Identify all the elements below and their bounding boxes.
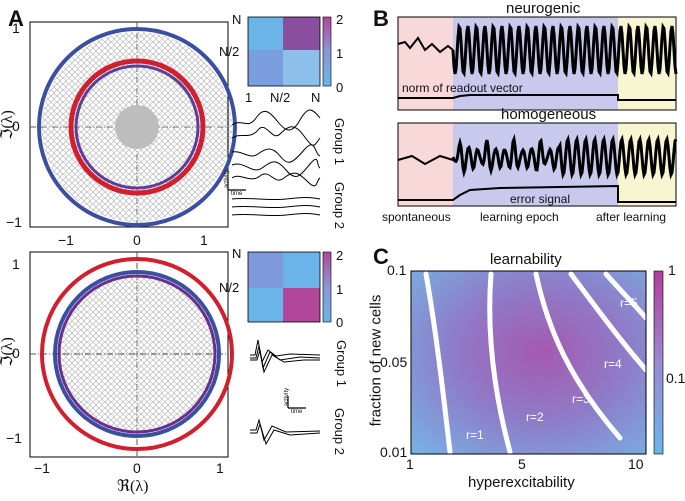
y-tick: −1 [6,214,22,230]
matrix-tick-y: N/2 [219,280,240,295]
colorbar-tick: 0 [336,80,344,95]
colorbar-tick: 2 [336,12,344,27]
contour-label: r=3 [572,392,590,406]
y-tick: −1 [6,430,22,446]
panel-b-plots [397,16,678,207]
contour-label: r=5 [620,296,638,310]
group2-label: Group 2 [331,408,347,455]
outer-circle-blue [37,27,237,227]
y-tick: 0 [12,345,20,361]
matrix-tick-x: 1 [245,90,253,105]
phase-label: spontaneous [382,210,451,224]
group2-label: Group 2 [331,182,347,229]
colorbar-tick: 1 [336,282,344,297]
y-tick: 1 [12,256,20,272]
eigenvalue-core [115,105,159,149]
group1-label: Group 1 [331,118,347,165]
matrix-tick-y: N [232,246,242,261]
norm-label: norm of readout vector [402,81,523,95]
colorbar-tick: 1 [336,46,344,61]
colorbar-tick: 1 [668,262,676,278]
x-tick: 0 [133,460,141,476]
x-tick: 10 [628,456,644,472]
contour-label: r=4 [604,357,622,371]
x-axis-label: hyperexcitability [468,474,575,491]
scalebar-time: time [291,409,303,415]
y-tick: 0.1 [387,262,407,278]
y-tick: 0.05 [380,354,408,370]
x-tick: −1 [34,460,50,476]
x-tick: −1 [58,232,74,248]
contour-label: r=1 [466,428,484,442]
inner-circle-purple [74,64,200,190]
eigen-plot-top [29,21,237,228]
y-tick: 0.01 [380,444,408,460]
scalebar-activity: activity [284,387,291,407]
panel-c-label: C [373,244,389,269]
scalebar-activity: activity [224,169,231,189]
colorbar-tick: 0 [336,315,344,330]
eigen-plot-bottom [29,251,234,458]
panel-b-title-neurogenic: neurogenic [506,0,581,17]
x-tick: 1 [216,460,224,476]
y-axis-label: ℑ(λ) [0,110,16,140]
x-tick: 1 [200,232,208,248]
outer-circle-red [40,257,234,451]
panel-b-title-homogeneous: homogeneous [501,106,597,123]
phase-label: learning epoch [480,210,559,224]
activity-traces-top [227,109,321,217]
x-tick: 5 [518,456,526,472]
matrix-tick-y: N [232,12,242,27]
panel-c-heatmap [410,270,664,455]
matrix-tick-x: N [311,90,321,105]
x-axis-label: ℜ(λ) [117,478,149,495]
group1-label: Group 1 [333,340,349,387]
contour-label: r=2 [526,410,544,424]
colorbar-tick: 0.1 [666,370,685,386]
inner-circle-red [68,58,206,196]
phase-label: after learning [596,210,667,224]
x-tick: 1 [406,456,414,472]
y-axis-label: fraction of new cells [367,294,385,427]
activity-traces-bottom [250,339,321,446]
y-tick: 0 [12,118,20,134]
error-label: error signal [510,192,571,206]
scalebar-time: time [231,191,243,197]
panel-a-label: A [8,6,24,31]
inner-circle-purple [57,274,217,434]
connectivity-matrix-top [247,16,332,87]
y-tick: 1 [12,20,20,36]
matrix-tick-y: N/2 [219,44,240,59]
colorbar-tick: 2 [336,248,344,263]
matrix-tick-x: N/2 [270,90,291,105]
connectivity-matrix-bottom [247,251,332,323]
inner-circle-blue [53,270,221,438]
panel-b-label: B [373,6,389,31]
y-axis-label: ℑ(λ) [0,337,16,367]
x-tick: 0 [133,232,141,248]
panel-c-title: learnability [490,251,562,268]
